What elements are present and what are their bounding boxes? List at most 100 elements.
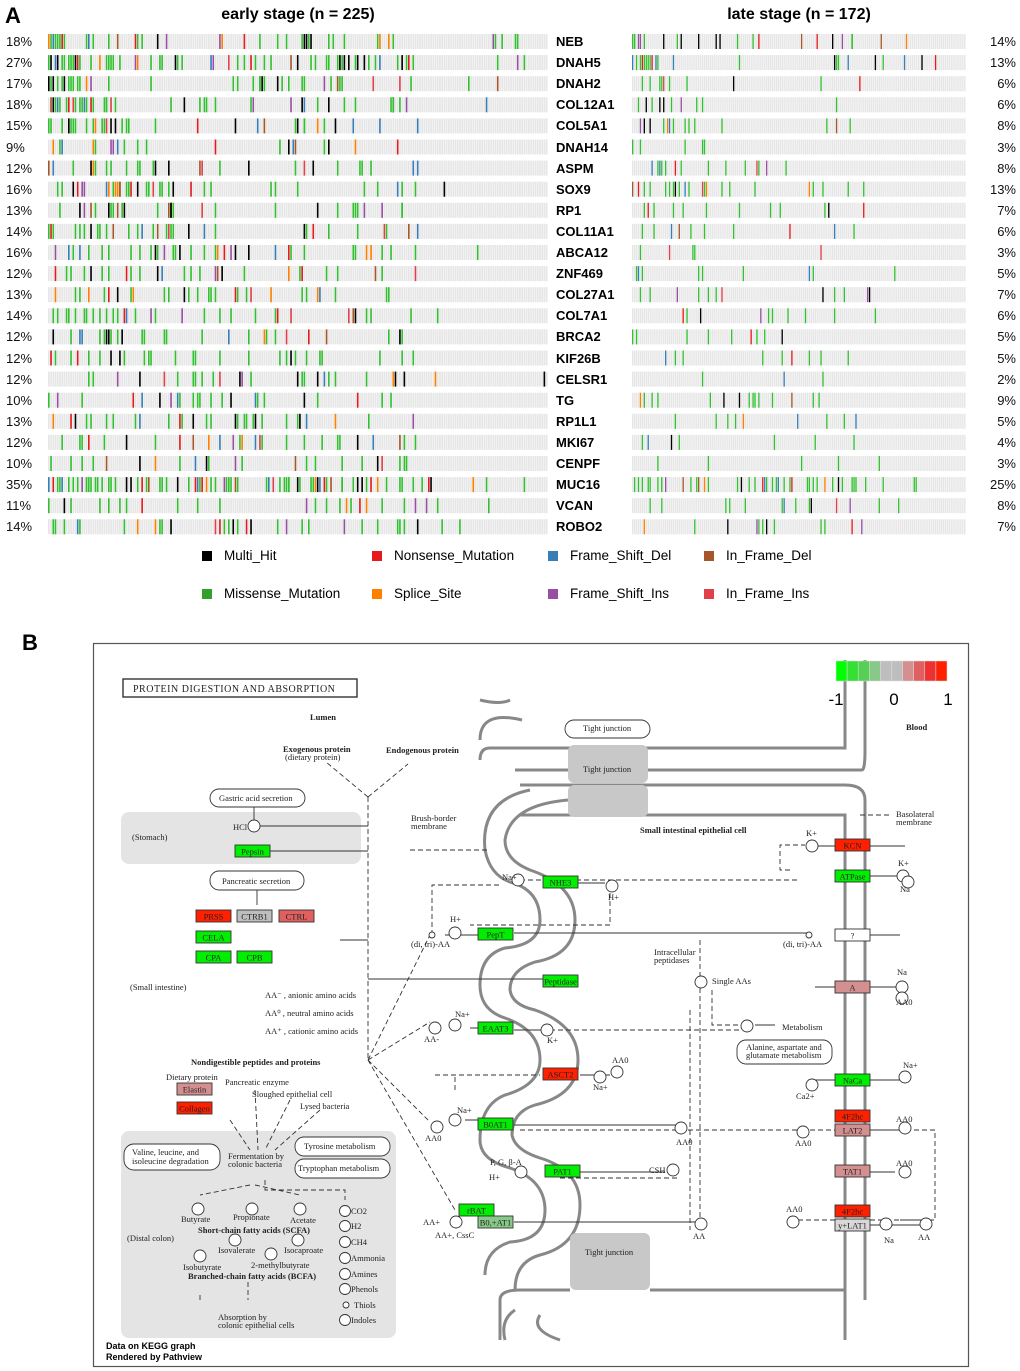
gene-node-pepsin[interactable]: Pepsin bbox=[234, 844, 271, 858]
gene-node-atpase[interactable]: ATPase bbox=[834, 869, 871, 883]
mutation-mark bbox=[299, 477, 301, 493]
mutation-mark bbox=[196, 287, 199, 303]
mutation-mark bbox=[381, 266, 383, 282]
mutation-mark bbox=[230, 392, 232, 408]
mutation-mark bbox=[401, 329, 403, 345]
gene-node-lat2[interactable]: LAT2 bbox=[834, 1123, 871, 1137]
mutation-mark bbox=[114, 477, 117, 493]
early-oncoprint-row bbox=[48, 181, 548, 197]
mutation-mark bbox=[837, 456, 840, 471]
mutation-mark bbox=[668, 118, 671, 134]
mutation-mark bbox=[263, 118, 266, 134]
label-aa0h: AA bbox=[693, 1231, 706, 1241]
gene-node-kcn[interactable]: KCN bbox=[834, 838, 871, 852]
mutation-mark bbox=[108, 477, 110, 493]
mutation-mark bbox=[826, 118, 828, 134]
mutation-mark bbox=[236, 287, 239, 303]
gene-node-cpa[interactable]: CPA bbox=[195, 950, 232, 964]
gene-node-a[interactable]: A bbox=[834, 980, 871, 994]
mutation-mark bbox=[833, 223, 836, 239]
mutation-mark bbox=[738, 392, 741, 408]
mutation-mark bbox=[396, 55, 399, 71]
gene-node-tat1[interactable]: TAT1 bbox=[834, 1164, 871, 1178]
mutation-mark bbox=[214, 245, 217, 260]
mutation-mark bbox=[668, 76, 671, 92]
mutation-mark bbox=[705, 181, 708, 197]
gene-label: TAT1 bbox=[843, 1167, 862, 1177]
gene-node-ctrl[interactable]: CTRL bbox=[278, 909, 315, 923]
mutation-mark bbox=[125, 160, 128, 176]
gene-node-naca[interactable]: NaCa bbox=[834, 1073, 871, 1087]
gene-node-pept[interactable]: PepT bbox=[477, 927, 514, 941]
mutation-mark bbox=[139, 371, 141, 387]
mutation-mark bbox=[412, 413, 415, 429]
mutation-mark bbox=[54, 34, 57, 49]
mutation-mark bbox=[361, 456, 363, 471]
gene-node-nhe3[interactable]: NHE3 bbox=[542, 875, 579, 889]
gene-node-peptidase[interactable]: Peptidase bbox=[542, 974, 579, 988]
gene-node-f2hc1[interactable]: 4F2hc bbox=[834, 1109, 871, 1123]
mutation-mark bbox=[123, 350, 126, 366]
gene-node-cela[interactable]: CELA bbox=[195, 930, 232, 944]
gene-node-rbat[interactable]: rBAT bbox=[458, 1203, 495, 1217]
mutation-mark bbox=[128, 118, 130, 134]
mutation-mark bbox=[263, 392, 266, 408]
mutation-mark bbox=[72, 160, 75, 176]
gene-node-b0at1b[interactable]: B0,+AT1 bbox=[477, 1215, 514, 1229]
label-cell: Small intestinal epithelial cell bbox=[640, 825, 747, 835]
mutation-mark bbox=[76, 477, 79, 493]
mutation-mark bbox=[343, 97, 346, 113]
mutation-mark bbox=[79, 202, 81, 218]
mutation-mark bbox=[820, 350, 822, 366]
mutation-mark bbox=[365, 477, 368, 493]
gene-node-cpb[interactable]: CPB bbox=[236, 950, 273, 964]
gene-node-asct2[interactable]: ASCT2 bbox=[542, 1067, 579, 1081]
gene-label: rBAT bbox=[467, 1206, 487, 1216]
early-oncoprint-row bbox=[48, 266, 548, 282]
mutation-mark bbox=[670, 97, 673, 113]
early-oncoprint-row bbox=[48, 456, 548, 471]
mutation-mark bbox=[401, 202, 403, 218]
mutation-mark bbox=[657, 392, 659, 408]
mutation-mark bbox=[365, 308, 368, 324]
mutation-mark bbox=[903, 55, 906, 71]
late-stage-title: late stage (n = 172) bbox=[727, 6, 871, 23]
mutation-mark bbox=[863, 181, 865, 197]
mutation-mark bbox=[668, 245, 671, 260]
gene-node-pat1[interactable]: PAT1 bbox=[544, 1164, 581, 1178]
mutation-mark bbox=[145, 181, 148, 197]
mutation-mark bbox=[116, 139, 119, 155]
gene-node-elastin[interactable]: Elastin bbox=[176, 1082, 213, 1096]
mutation-mark bbox=[657, 160, 659, 176]
gene-node-collagen[interactable]: Collagen bbox=[176, 1101, 213, 1115]
mutation-mark bbox=[48, 160, 50, 176]
mutation-mark bbox=[125, 266, 128, 282]
mutation-mark bbox=[294, 350, 297, 366]
mutation-mark bbox=[316, 97, 319, 113]
gene-node-prss[interactable]: PRSS bbox=[195, 909, 232, 923]
mutation-mark bbox=[399, 434, 401, 450]
mutation-mark bbox=[303, 160, 306, 176]
gene-node-unknown[interactable]: ? bbox=[834, 928, 871, 942]
gene-node-b0at1[interactable]: B0AT1 bbox=[477, 1117, 514, 1131]
mutation-mark bbox=[199, 97, 201, 113]
gene-label: LAT2 bbox=[843, 1126, 863, 1136]
mutation-mark bbox=[352, 245, 355, 260]
mutation-mark bbox=[116, 202, 119, 218]
mutation-mark bbox=[325, 477, 328, 493]
gene-node-f2hc2[interactable]: 4F2hc bbox=[834, 1204, 871, 1218]
mutation-mark bbox=[791, 477, 793, 493]
gene-label: CPB bbox=[246, 953, 262, 963]
gene-node-eaat3[interactable]: EAAT3 bbox=[477, 1021, 514, 1035]
label-baso2: membrane bbox=[896, 817, 932, 827]
mutation-mark bbox=[74, 55, 77, 71]
mutation-mark bbox=[192, 350, 195, 366]
gene-node-ylat1[interactable]: y+LAT1 bbox=[834, 1218, 871, 1232]
mutation-mark bbox=[370, 308, 372, 324]
mutation-mark bbox=[343, 34, 346, 49]
late-oncoprint-row bbox=[632, 392, 966, 408]
mutation-mark bbox=[715, 413, 717, 429]
mutation-mark bbox=[214, 477, 217, 493]
gene-node-ctrb1[interactable]: CTRB1 bbox=[236, 909, 273, 923]
